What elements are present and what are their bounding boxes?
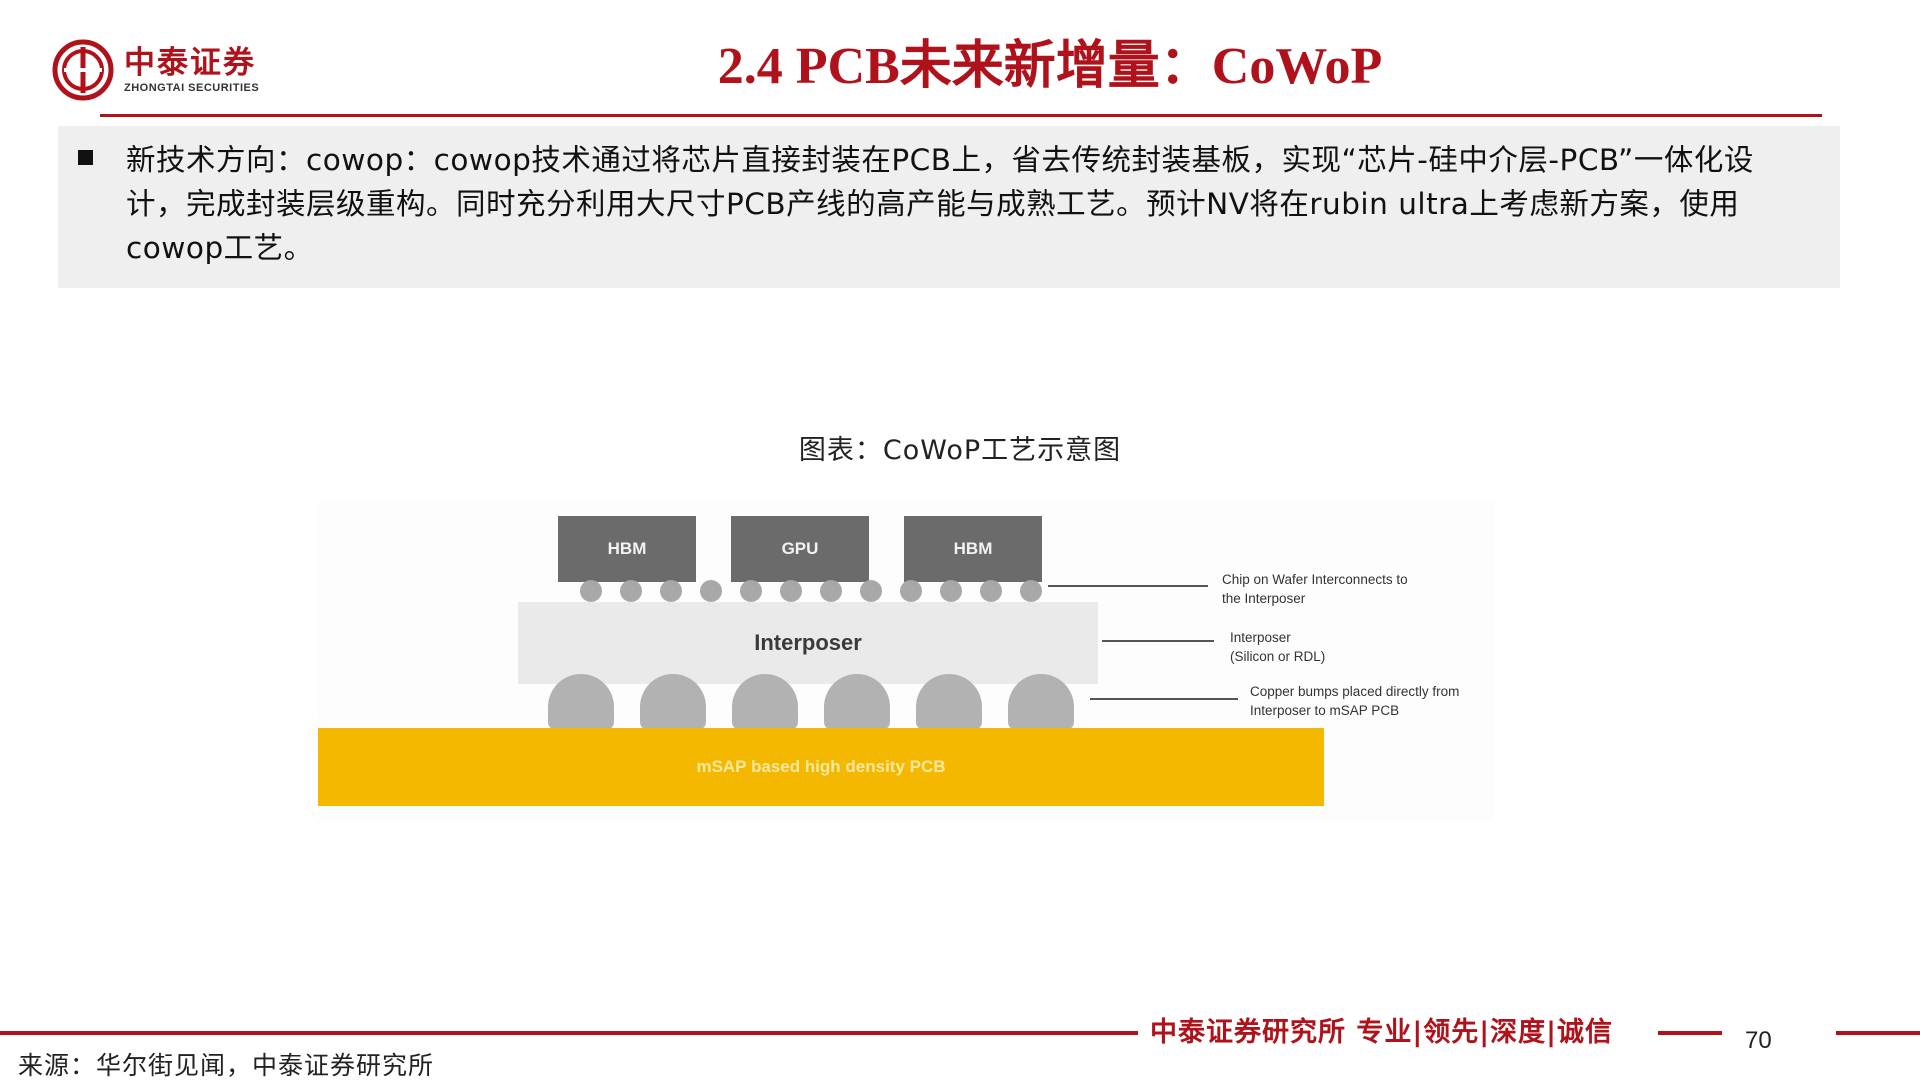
micro-bump [740, 580, 762, 602]
copper-bump [548, 674, 614, 730]
annotation-interposer: Interposer (Silicon or RDL) [1230, 630, 1326, 664]
interposer-layer: Interposer [518, 602, 1098, 684]
summary-text: 新技术方向：cowop：cowop技术通过将芯片直接封装在PCB上，省去传统封装… [126, 143, 1754, 265]
annotation-interconnects: Chip on Wafer Interconnects to the Inter… [1222, 572, 1408, 606]
leader-line-copper-bumps [1090, 698, 1238, 700]
micro-bump [660, 580, 682, 602]
source-note: 来源：华尔街见闻，中泰证券研究所 [18, 1051, 435, 1080]
chip-hbm-right: HBM [904, 516, 1042, 582]
footer-divider-mid [1658, 1031, 1722, 1035]
bullet-square-icon [78, 150, 93, 165]
copper-bump [732, 674, 798, 730]
chip-gpu: GPU [731, 516, 869, 582]
micro-bump [780, 580, 802, 602]
copper-bump [824, 674, 890, 730]
cowop-diagram: HBM GPU HBM Interposer mSAP based high d… [318, 502, 1494, 822]
leader-line-interposer [1102, 640, 1214, 642]
pcb-layer: mSAP based high density PCB [318, 728, 1324, 806]
page-number: 70 [1745, 1027, 1772, 1054]
logo-english-name: ZHONGTAI SECURITIES [124, 82, 260, 94]
footer-divider-left [0, 1031, 1138, 1035]
footer-tagline: 中泰证券研究所 专业|领先|深度|诚信 [1150, 1017, 1613, 1048]
micro-bump [860, 580, 882, 602]
copper-bump [916, 674, 982, 730]
micro-bump [580, 580, 602, 602]
leader-line-interconnects [1048, 585, 1208, 587]
micro-bump [700, 580, 722, 602]
zhongtai-logo-icon [52, 39, 114, 101]
micro-bump [1020, 580, 1042, 602]
micro-bump [940, 580, 962, 602]
slide-title: 2.4 PCB未来新增量：CoWoP [717, 38, 1383, 95]
chip-hbm-left: HBM [558, 516, 696, 582]
micro-bump [820, 580, 842, 602]
logo-text: 中泰证券 ZHONGTAI SECURITIES [124, 46, 259, 94]
micro-bump [980, 580, 1002, 602]
micro-bump [900, 580, 922, 602]
logo-chinese-name: 中泰证券 [124, 45, 256, 81]
footer-divider-right [1836, 1031, 1920, 1035]
annotation-copper-bumps: Copper bumps placed directly from Interp… [1250, 684, 1460, 718]
figure-caption: 图表：CoWoP工艺示意图 [798, 435, 1122, 466]
company-logo: 中泰证券 ZHONGTAI SECURITIES [52, 38, 292, 102]
copper-bump [1008, 674, 1074, 730]
summary-box: 新技术方向：cowop：cowop技术通过将芯片直接封装在PCB上，省去传统封装… [58, 126, 1840, 288]
title-divider [100, 114, 1822, 117]
copper-bump [640, 674, 706, 730]
micro-bump [620, 580, 642, 602]
